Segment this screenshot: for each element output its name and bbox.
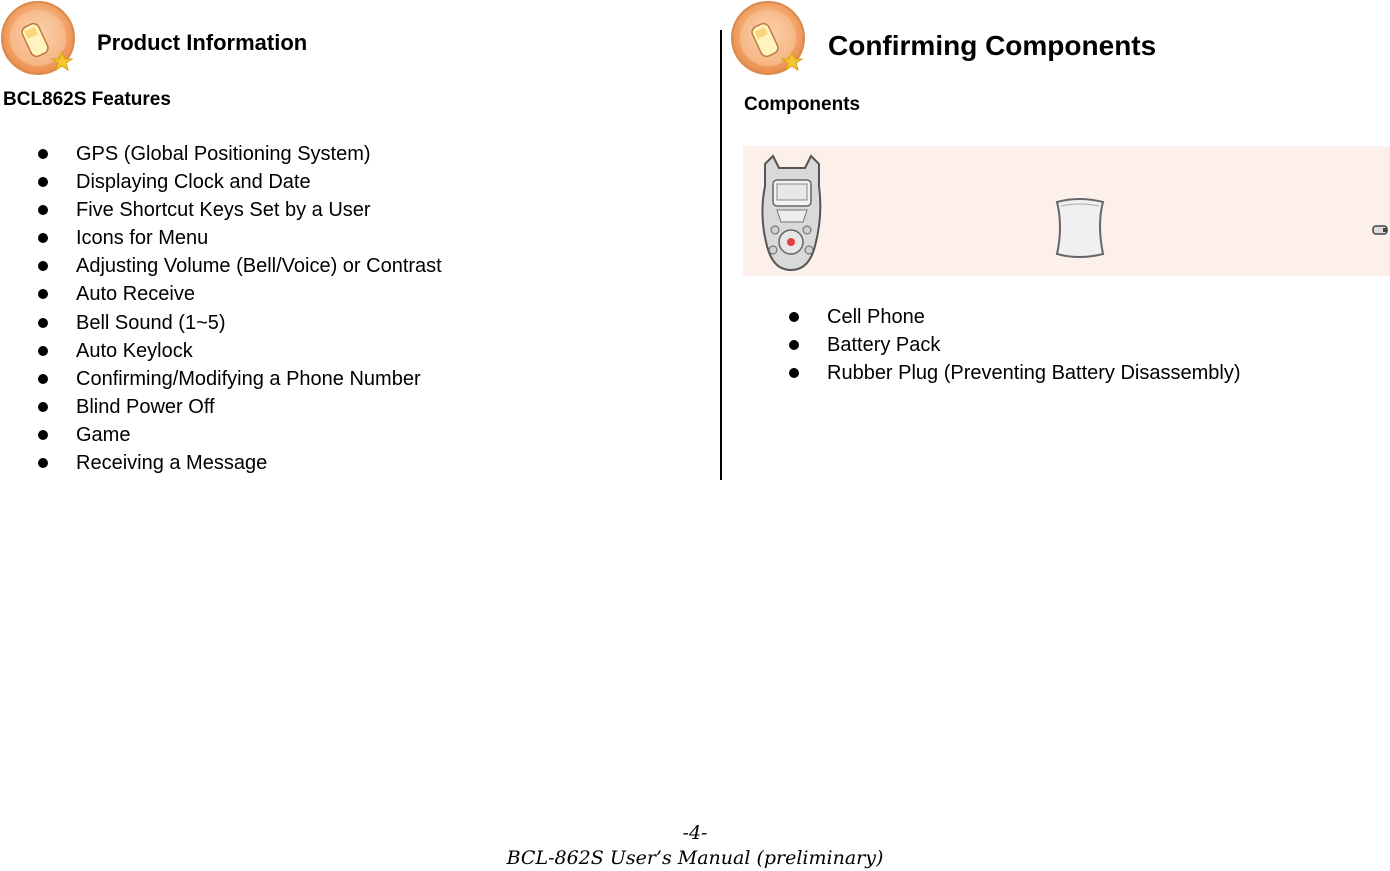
list-item: Auto Receive bbox=[38, 280, 678, 308]
list-item: Cell Phone bbox=[789, 303, 1379, 331]
list-item: Adjusting Volume (Bell/Voice) or Contras… bbox=[38, 252, 678, 280]
bullet-icon bbox=[789, 340, 799, 351]
list-item: Blind Power Off bbox=[38, 393, 678, 421]
features-heading: BCL862S Features bbox=[3, 89, 171, 110]
section-title-confirming-components: Confirming Components bbox=[828, 30, 1157, 61]
bullet-icon bbox=[38, 429, 48, 440]
bullet-icon bbox=[38, 177, 48, 188]
bullet-icon bbox=[38, 458, 48, 469]
bullet-icon bbox=[38, 345, 48, 356]
bullet-icon bbox=[38, 289, 48, 300]
bullet-icon bbox=[38, 149, 48, 159]
list-item: Battery Pack bbox=[789, 331, 1379, 359]
battery-pack-illustration bbox=[1055, 198, 1105, 258]
list-item: Displaying Clock and Date bbox=[38, 168, 678, 196]
components-heading: Components bbox=[744, 94, 861, 115]
list-item: Rubber Plug (Preventing Battery Disassem… bbox=[789, 359, 1379, 387]
list-item: Icons for Menu bbox=[38, 224, 678, 252]
rubber-plug-illustration bbox=[1372, 225, 1388, 235]
list-item: GPS (Global Positioning System) bbox=[38, 140, 678, 168]
bullet-icon bbox=[38, 401, 48, 412]
cell-phone-illustration bbox=[761, 154, 822, 272]
page-number: -4- bbox=[682, 822, 708, 844]
features-list: GPS (Global Positioning System) Displayi… bbox=[38, 140, 678, 477]
bullet-icon bbox=[38, 205, 48, 216]
list-item: Confirming/Modifying a Phone Number bbox=[38, 365, 678, 393]
list-item: Receiving a Message bbox=[38, 449, 678, 477]
components-list: Cell Phone Battery Pack Rubber Plug (Pre… bbox=[789, 303, 1379, 387]
section-icon-phone-star bbox=[730, 0, 810, 78]
list-item: Game bbox=[38, 421, 678, 449]
section-icon-phone-star bbox=[0, 0, 80, 78]
bullet-icon bbox=[38, 261, 48, 272]
bullet-icon bbox=[38, 373, 48, 384]
bullet-icon bbox=[38, 233, 48, 244]
column-divider bbox=[720, 30, 722, 480]
bullet-icon bbox=[789, 368, 799, 379]
manual-title: BCL-862S User’s Manual (preliminary) bbox=[506, 847, 884, 869]
section-title-product-information: Product Information bbox=[97, 30, 308, 55]
list-item: Bell Sound (1~5) bbox=[38, 309, 678, 337]
bullet-icon bbox=[789, 312, 799, 322]
list-item: Five Shortcut Keys Set by a User bbox=[38, 196, 678, 224]
bullet-icon bbox=[38, 317, 48, 328]
components-image bbox=[743, 146, 1390, 276]
list-item: Auto Keylock bbox=[38, 337, 678, 365]
